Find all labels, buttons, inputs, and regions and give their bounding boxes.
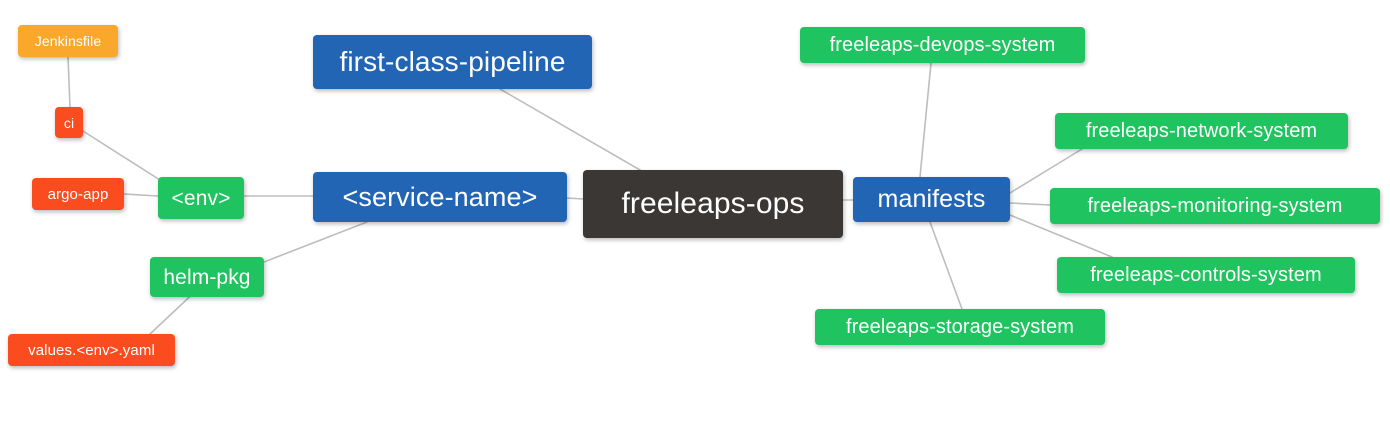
node-env[interactable]: <env> bbox=[158, 177, 244, 219]
edge-ci-to-env bbox=[82, 130, 161, 181]
edge-argo-app-to-env bbox=[123, 193, 159, 197]
edge-service-name-to-helm-pkg bbox=[263, 221, 368, 263]
node-freeleaps-controls-system[interactable]: freeleaps-controls-system bbox=[1057, 257, 1355, 293]
node-label-freeleaps-storage-system: freeleaps-storage-system bbox=[845, 316, 1075, 338]
edge-jenkinsfile-to-ci bbox=[67, 56, 71, 108]
node-ci[interactable]: ci bbox=[55, 107, 83, 138]
node-helm-pkg[interactable]: helm-pkg bbox=[150, 257, 264, 297]
edge-manifests-to-freeleaps-monitoring-system bbox=[1009, 202, 1051, 206]
node-service-name[interactable]: <service-name> bbox=[313, 172, 567, 222]
node-freeleaps-storage-system[interactable]: freeleaps-storage-system bbox=[815, 309, 1105, 345]
edge-manifests-to-freeleaps-network-system bbox=[1009, 148, 1083, 194]
node-label-helm-pkg: helm-pkg bbox=[163, 265, 251, 289]
node-label-freeleaps-ops: freeleaps-ops bbox=[621, 187, 805, 220]
edge-service-name-to-freeleaps-ops bbox=[566, 197, 584, 200]
edge-manifests-to-freeleaps-devops-system bbox=[919, 62, 932, 178]
node-manifests[interactable]: manifests bbox=[853, 177, 1010, 222]
node-label-freeleaps-controls-system: freeleaps-controls-system bbox=[1090, 264, 1322, 286]
node-label-first-class-pipeline: first-class-pipeline bbox=[339, 46, 566, 77]
node-label-freeleaps-devops-system: freeleaps-devops-system bbox=[829, 34, 1056, 56]
node-label-jenkinsfile: Jenkinsfile bbox=[34, 33, 102, 49]
node-label-manifests: manifests bbox=[877, 185, 986, 213]
node-label-env: <env> bbox=[171, 186, 231, 210]
node-freeleaps-devops-system[interactable]: freeleaps-devops-system bbox=[800, 27, 1085, 63]
node-label-values-yaml: values.<env>.yaml bbox=[28, 341, 155, 359]
node-label-argo-app: argo-app bbox=[47, 185, 109, 203]
node-freeleaps-network-system[interactable]: freeleaps-network-system bbox=[1055, 113, 1348, 149]
node-label-service-name: <service-name> bbox=[342, 181, 538, 212]
node-first-class-pipeline[interactable]: first-class-pipeline bbox=[313, 35, 592, 89]
node-label-freeleaps-network-system: freeleaps-network-system bbox=[1085, 120, 1318, 142]
node-freeleaps-monitoring-system[interactable]: freeleaps-monitoring-system bbox=[1050, 188, 1380, 224]
node-argo-app[interactable]: argo-app bbox=[32, 178, 124, 210]
node-jenkinsfile[interactable]: Jenkinsfile bbox=[18, 25, 118, 57]
node-values-yaml[interactable]: values.<env>.yaml bbox=[8, 334, 175, 366]
edge-first-class-pipeline-to-freeleaps-ops bbox=[499, 88, 641, 171]
edge-manifests-to-freeleaps-storage-system bbox=[929, 221, 963, 310]
node-freeleaps-ops[interactable]: freeleaps-ops bbox=[583, 170, 843, 238]
node-label-ci: ci bbox=[63, 114, 75, 131]
node-label-freeleaps-monitoring-system: freeleaps-monitoring-system bbox=[1087, 195, 1343, 217]
